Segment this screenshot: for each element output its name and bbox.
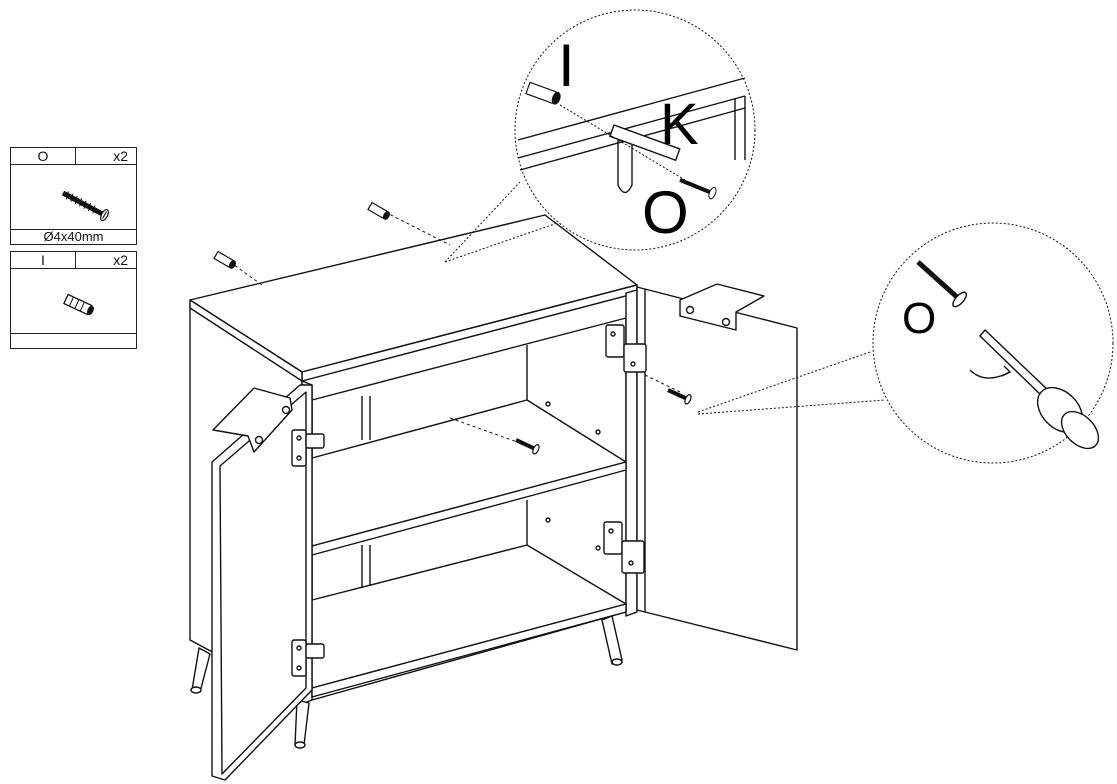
screw-icon <box>916 260 968 308</box>
screw-icon <box>679 178 717 200</box>
alignment-line <box>644 374 681 393</box>
callout-label-K: K <box>660 92 699 157</box>
hinge <box>605 324 647 373</box>
part-size: Ø4x40mm <box>11 229 136 244</box>
hinge <box>291 429 325 467</box>
alignment-line <box>449 417 521 444</box>
part-header: I x2 <box>11 252 136 269</box>
wall-plug-icon <box>213 250 237 269</box>
hinge <box>603 521 645 574</box>
wall-plug-icon <box>367 201 391 220</box>
screw-icon <box>515 438 540 455</box>
top-detail-callout: I K O <box>514 9 756 251</box>
alignment-line <box>229 261 263 286</box>
part-illustration <box>11 165 136 229</box>
callout-label-O: O <box>642 179 689 246</box>
alignment-line <box>384 211 451 246</box>
part-quantity: x2 <box>113 148 128 164</box>
part-code: O <box>11 148 76 164</box>
callout-label-I: I <box>558 32 575 99</box>
part-size <box>11 333 136 348</box>
wall-plug-icon <box>525 81 561 105</box>
screw-icon <box>667 388 692 405</box>
hinge <box>291 639 325 677</box>
parts-legend-screw: O x2 Ø4x40mm <box>10 147 137 245</box>
cabinet-leg <box>191 647 211 693</box>
screw-icon <box>61 190 109 222</box>
part-code: I <box>11 252 76 268</box>
part-header: O x2 <box>11 148 136 165</box>
callout-leader <box>697 399 886 415</box>
cabinet-bottom-edge <box>311 603 627 698</box>
wall-plug-icon <box>63 293 94 316</box>
cabinet-leg <box>294 699 310 746</box>
parts-legend-wall-plug: I x2 <box>10 251 137 349</box>
cabinet-leg <box>601 615 623 665</box>
part-illustration <box>11 269 136 333</box>
callout-label-O: O <box>902 294 936 343</box>
part-quantity: x2 <box>113 252 128 268</box>
right-wall-bracket <box>679 283 765 331</box>
right-detail-callout: O <box>872 222 1114 464</box>
callout-leader <box>444 219 567 263</box>
screwdriver-icon <box>969 328 1100 450</box>
left-wall-bracket <box>212 387 293 453</box>
right-door <box>636 286 798 651</box>
